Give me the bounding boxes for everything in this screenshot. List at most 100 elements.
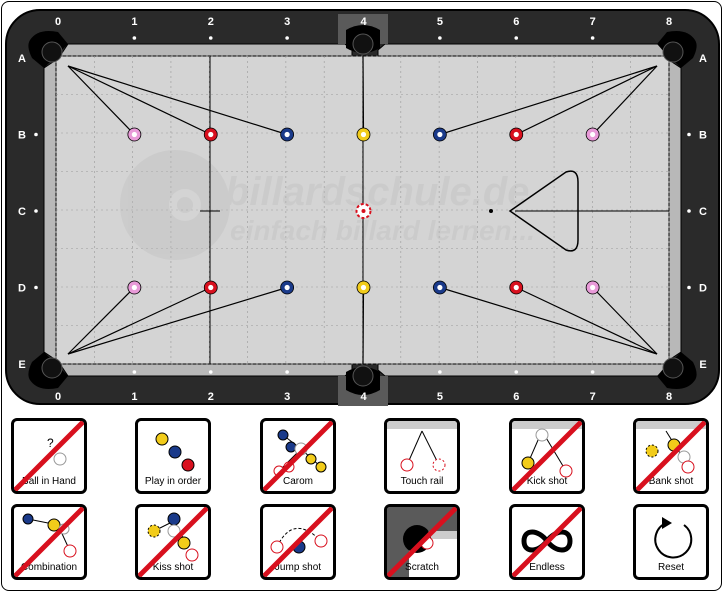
rail-diamond bbox=[514, 370, 519, 374]
shot-line bbox=[67, 65, 288, 136]
shot-line bbox=[439, 286, 658, 355]
ball-red[interactable] bbox=[203, 127, 218, 142]
pocket-bottom-right bbox=[657, 352, 697, 389]
column-label: 3 bbox=[284, 16, 290, 28]
bank-shot-button[interactable]: Bank shot bbox=[633, 418, 709, 494]
rail-diamond bbox=[208, 36, 213, 40]
rail-diamond bbox=[687, 132, 691, 137]
touch-rail-button[interactable]: Touch rail bbox=[384, 418, 460, 494]
rail-diamond bbox=[34, 285, 38, 290]
column-label: 6 bbox=[513, 391, 519, 403]
pool-table[interactable]: billardschule.de einfach billard lernen.… bbox=[0, 0, 725, 410]
watermark: billardschule.de einfach billard lernen.… bbox=[120, 150, 535, 260]
column-label: 0 bbox=[55, 391, 61, 403]
rail-diamond bbox=[438, 36, 442, 40]
shot-line bbox=[592, 65, 658, 135]
jump-shot-button[interactable]: Jump shot bbox=[260, 504, 336, 580]
column-label: 0 bbox=[55, 16, 61, 28]
button-label: Reset bbox=[657, 562, 685, 573]
endless-button[interactable]: Endless bbox=[509, 504, 585, 580]
column-label: 4 bbox=[360, 16, 367, 28]
row-label: A bbox=[18, 53, 26, 65]
ball-red[interactable] bbox=[509, 127, 524, 142]
row-label: E bbox=[699, 359, 706, 371]
ball-yellow[interactable] bbox=[356, 127, 371, 142]
combination-button[interactable]: Combination bbox=[11, 504, 87, 580]
column-label: 3 bbox=[284, 391, 290, 403]
pocket-top-middle bbox=[338, 14, 388, 55]
rail-diamond bbox=[132, 370, 137, 374]
button-label: Combination bbox=[20, 562, 78, 573]
rail-diamond bbox=[687, 285, 691, 290]
row-label: B bbox=[18, 130, 26, 142]
shot-line bbox=[67, 65, 212, 136]
button-label: Bank shot bbox=[648, 476, 694, 487]
ball-blue[interactable] bbox=[432, 127, 447, 142]
rail-diamond bbox=[438, 370, 442, 374]
rail-diamond bbox=[590, 36, 595, 40]
row-label: D bbox=[18, 283, 26, 295]
ball-pink[interactable] bbox=[127, 280, 142, 295]
ball-blue[interactable] bbox=[432, 280, 447, 295]
button-label: Endless bbox=[529, 562, 565, 573]
rail-diamond bbox=[34, 132, 38, 137]
ball-layer bbox=[127, 127, 600, 295]
play-in-order-icon bbox=[155, 432, 195, 472]
shot-line bbox=[67, 286, 212, 355]
ball-blue[interactable] bbox=[280, 127, 295, 142]
shot-line bbox=[362, 55, 365, 135]
pocket-top-right bbox=[657, 31, 697, 68]
ball-pink[interactable] bbox=[585, 127, 600, 142]
shot-line bbox=[592, 287, 658, 355]
column-label: 8 bbox=[666, 391, 672, 403]
shot-line bbox=[439, 65, 658, 136]
row-label: A bbox=[699, 53, 707, 65]
shot-line bbox=[67, 286, 288, 355]
column-label: 2 bbox=[208, 391, 214, 403]
column-label: 7 bbox=[590, 391, 596, 403]
shot-lines bbox=[67, 55, 658, 365]
column-label: 7 bbox=[590, 16, 596, 28]
row-label: C bbox=[699, 206, 707, 218]
ball-yellow[interactable] bbox=[356, 280, 371, 295]
kiss-shot-button[interactable]: Kiss shot bbox=[135, 504, 211, 580]
row-label: E bbox=[18, 359, 25, 371]
rail-diamond bbox=[34, 209, 38, 213]
ball-in-hand-button[interactable]: ? Ball in Hand bbox=[11, 418, 87, 494]
button-label: Touch rail bbox=[400, 476, 444, 487]
pockets bbox=[28, 14, 697, 406]
carom-button[interactable]: Carom bbox=[260, 418, 336, 494]
watermark-subtext: einfach billard lernen... bbox=[230, 215, 535, 246]
column-label: 2 bbox=[208, 16, 214, 28]
button-label: Ball in Hand bbox=[22, 476, 76, 487]
shot-line bbox=[515, 65, 658, 136]
reset-icon bbox=[654, 517, 693, 559]
row-label: B bbox=[699, 130, 707, 142]
shot-line bbox=[67, 287, 135, 355]
ball-blue[interactable] bbox=[280, 280, 295, 295]
rail-diamond bbox=[285, 36, 289, 40]
cue-ball[interactable] bbox=[355, 203, 372, 219]
play-in-order-button[interactable]: Play in order bbox=[135, 418, 211, 494]
scratch-button[interactable]: Scratch bbox=[384, 504, 460, 580]
column-label: 5 bbox=[437, 16, 443, 28]
rail-diamond bbox=[590, 370, 595, 374]
svg-text:?: ? bbox=[47, 436, 54, 450]
kick-shot-button[interactable]: Kick shot bbox=[509, 418, 585, 494]
foot-spot bbox=[489, 209, 493, 213]
button-label: Kiss shot bbox=[152, 562, 194, 573]
rail-diamond bbox=[208, 370, 213, 374]
rail-diamond bbox=[285, 370, 289, 374]
watermark-text: billardschule.de bbox=[225, 170, 530, 214]
row-label: D bbox=[699, 283, 707, 295]
pocket-bottom-middle bbox=[338, 365, 388, 406]
shot-line bbox=[362, 287, 365, 365]
ball-red[interactable] bbox=[509, 280, 524, 295]
column-label: 8 bbox=[666, 16, 672, 28]
column-label: 1 bbox=[131, 391, 137, 403]
reset-button[interactable]: Reset bbox=[633, 504, 709, 580]
ball-pink[interactable] bbox=[585, 280, 600, 295]
ball-pink[interactable] bbox=[127, 127, 142, 142]
ball-red[interactable] bbox=[203, 280, 218, 295]
